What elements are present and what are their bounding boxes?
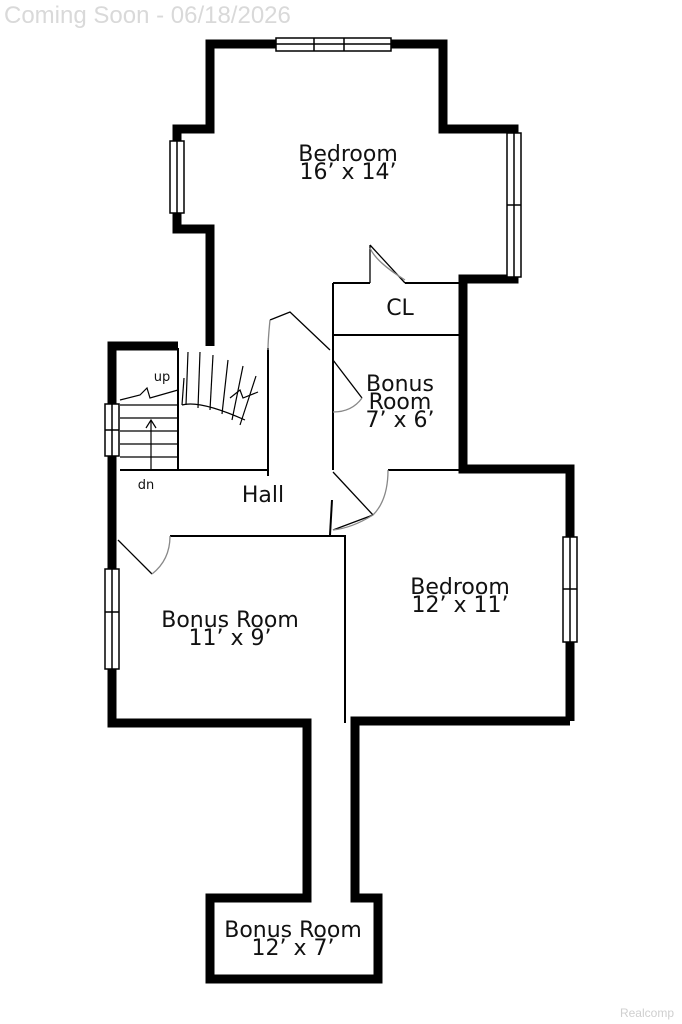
stair-winder-treads <box>181 351 257 426</box>
window-left-upper <box>169 140 185 214</box>
room-label-hall: Hall <box>241 483 285 508</box>
room-size: 12’ x 11’ <box>411 593 509 618</box>
room-label-bedroom-2: Bedroom 12’ x 11’ <box>410 575 510 618</box>
realcomp-credit: Realcomp <box>619 1006 674 1020</box>
window-left-lower <box>104 568 120 670</box>
room-label-bonus-mid: Bonus Room 11’ x 9’ <box>161 608 299 651</box>
hall-right-wall <box>329 499 333 536</box>
window-stair <box>104 403 120 457</box>
stair-arrow <box>119 386 259 470</box>
door-hall-top <box>267 311 331 351</box>
room-size: 7’ x 6’ <box>365 408 435 433</box>
door-closet <box>369 244 406 284</box>
window-right-lower <box>562 536 578 643</box>
interior-walls <box>120 282 463 723</box>
stair-down-label: dn <box>137 478 155 493</box>
coming-soon-banner: Coming Soon - 06/18/2026 <box>4 2 291 29</box>
door-bedroom2 <box>332 469 389 516</box>
room-name: Bonus <box>366 372 434 397</box>
closet-wall <box>332 282 460 470</box>
hall-bottom-wall <box>170 535 346 723</box>
door-bonus-mid <box>117 535 171 575</box>
room-size: 16’ x 14’ <box>299 160 397 185</box>
room-label-bonus-bottom: Bonus Room 12’ x 7’ <box>224 918 362 961</box>
room-name: CL <box>386 296 414 321</box>
room-name: Bonus Room <box>161 608 299 633</box>
room-name: Bedroom <box>298 142 398 167</box>
stairs <box>119 351 259 470</box>
window-top <box>275 37 392 52</box>
door-bonus-small <box>332 359 363 413</box>
windows <box>104 37 578 670</box>
door-hall-bottom <box>332 514 374 531</box>
room-size: 11’ x 9’ <box>188 626 272 651</box>
stair-up-label: up <box>153 370 171 385</box>
lower-right-wall <box>107 341 570 984</box>
room-label-bedroom-main: Bedroom 16’ x 14’ <box>298 142 398 185</box>
room-label-closet: CL <box>386 296 414 321</box>
doors <box>117 244 406 575</box>
room-name: Bedroom <box>410 575 510 600</box>
window-right-upper <box>506 132 522 278</box>
room-label-bonus-small: Bonus Room 7’ x 6’ <box>365 372 435 433</box>
stair-outline <box>120 348 269 476</box>
room-size: 12’ x 7’ <box>251 936 335 961</box>
stair-lower-treads <box>120 404 178 458</box>
room-name: Bonus Room <box>224 918 362 943</box>
room-name: Hall <box>241 483 285 508</box>
room-name-line2: Room <box>368 390 432 415</box>
